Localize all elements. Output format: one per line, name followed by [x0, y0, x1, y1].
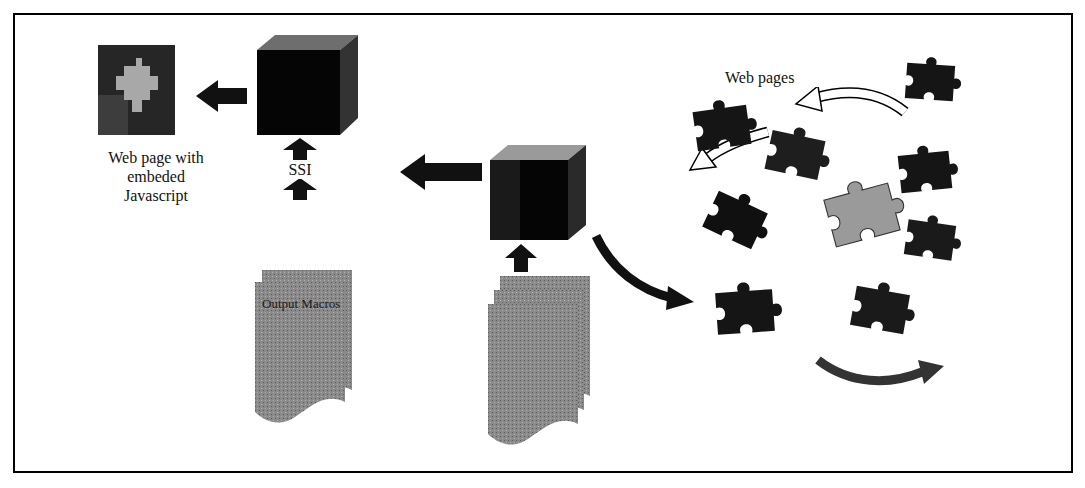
puzzle-pieces — [691, 56, 964, 336]
heading-label: Web pages — [725, 68, 845, 87]
block-arrow — [505, 244, 537, 272]
cube — [490, 145, 586, 240]
document-stack — [255, 270, 352, 422]
block-arrow — [400, 154, 482, 190]
web-page-image — [98, 45, 175, 135]
curved-arrow — [596, 86, 944, 384]
block-arrow — [283, 178, 317, 200]
document-stack — [488, 276, 590, 444]
process-label: SSI — [282, 160, 318, 179]
frame — [14, 14, 1072, 472]
block-arrow — [283, 138, 317, 160]
caption-label: Web page with embeded Javascript — [100, 148, 212, 206]
block-arrow — [196, 80, 247, 112]
cube — [257, 35, 358, 135]
document-label: Output Macros — [262, 296, 342, 312]
